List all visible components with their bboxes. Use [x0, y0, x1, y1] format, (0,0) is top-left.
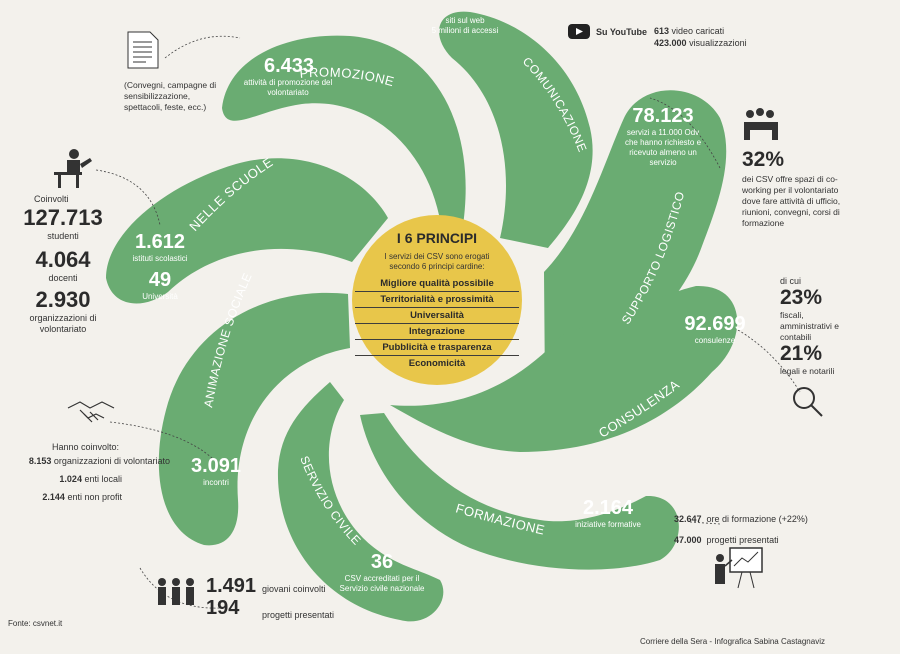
principle-item: Universalità: [355, 310, 519, 324]
principle-item: Territorialità e prossimità: [355, 294, 519, 308]
arm-comunicazione: [439, 11, 593, 248]
animazione-enti-value: 1.024: [59, 474, 82, 484]
animazione-org-label: organizzazioni di volontariato: [53, 456, 170, 466]
supporto-value: 78.123: [632, 105, 694, 127]
consulenza-pct1: 23%: [780, 286, 823, 309]
animazione-np-label: enti non profit: [67, 492, 122, 502]
videos-label: video caricati: [671, 26, 725, 36]
connector-lines: [95, 35, 801, 609]
arm-supporto: [544, 90, 727, 392]
supporto-pct-desc: dei CSV offre spazi di co-working per il…: [742, 174, 841, 228]
arm-servizio-civile: [277, 382, 444, 622]
animazione-org-value: 8.153: [28, 456, 52, 466]
consulenza-pct1-desc: fiscali, amministrativi e contabili: [780, 310, 840, 342]
comunicazione-accessi: 5 milioni di accessi: [431, 26, 499, 35]
principle-item: Integrazione: [355, 326, 519, 340]
arm-animazione: [158, 292, 350, 546]
swirl-arms: [106, 11, 738, 622]
promozione-desc: attività di promozione del volontariato: [243, 78, 333, 97]
principle-item: Economicità: [408, 358, 466, 369]
servizio-civile-desc: CSV accreditati per il Servizio civile n…: [339, 574, 425, 593]
scuole-docenti-value: 4.064: [35, 247, 91, 272]
supporto-pct: 32%: [742, 148, 785, 171]
servizio-civile-young-label: giovani coinvolti: [262, 584, 326, 594]
animazione-desc: incontri: [203, 478, 229, 487]
views-label: visualizzazioni: [689, 38, 747, 48]
formazione-desc: iniziative formative: [575, 520, 641, 529]
magnifier-icon: [793, 387, 823, 417]
formazione-projects-label: progetti presentati: [706, 535, 779, 545]
principles-title: I 6 PRINCIPI: [396, 230, 478, 246]
servizio-civile-young-value: 1.491: [206, 575, 257, 597]
animazione-enti-label: enti locali: [84, 474, 122, 484]
youtube-label: Su YouTube: [596, 27, 647, 37]
arm-formazione: [360, 413, 679, 570]
videos-value: 613: [654, 26, 670, 36]
arm-consulenza: [390, 285, 738, 452]
principles-subtitle: I servizi dei CSV sono erogati secondo 6…: [384, 252, 490, 271]
scuole-studenti-value: 127.713: [23, 205, 103, 230]
teacher-board-icon: [715, 547, 763, 589]
principles-circle: [352, 215, 522, 385]
formazione-value: 2.164: [582, 497, 634, 519]
scuole-istituti-label: istituti scolastici: [132, 254, 188, 263]
animazione-coinvolto: Hanno coinvolto:: [52, 442, 120, 452]
principle-item: Migliore qualità possibile: [355, 278, 519, 292]
views-value: 423.000: [654, 38, 687, 48]
consulenza-pct2-desc: legali e notarili: [780, 366, 835, 376]
principle-item: Pubblicità e trasparenza: [355, 342, 519, 356]
scuole-univ-label: Università: [142, 292, 178, 301]
animazione-np-value: 2.144: [42, 492, 65, 502]
document-icon: [127, 31, 159, 69]
footer-credit: Corriere della Sera - Infografica Sabina…: [640, 637, 825, 646]
servizio-civile-proj-value: 194: [206, 597, 240, 619]
meeting-icon: [744, 108, 778, 140]
arm-scuole: [106, 158, 388, 304]
formazione-hours-label: ore di formazione (+22%): [706, 514, 808, 524]
scuole-studenti-label: studenti: [47, 231, 79, 241]
scuole-org-value: 2.930: [35, 287, 91, 312]
formazione-hours-value: 32.647: [674, 514, 702, 524]
scuole-coinvolti: Coinvolti: [34, 194, 69, 204]
scuole-docenti-label: docenti: [48, 273, 78, 283]
supporto-desc: servizi a 11.000 Odv che hanno richiesto…: [624, 128, 702, 167]
consulenza-value: 92.699: [684, 313, 746, 335]
servizio-civile-value: 36: [370, 551, 394, 573]
scuole-istituti-value: 1.612: [134, 231, 186, 253]
scuole-univ-value: 49: [148, 269, 172, 291]
student-desk-icon: [54, 149, 92, 188]
scuole-org-label: organizzazioni di volontariato: [29, 313, 97, 334]
consulenza-desc: consulenze: [694, 336, 736, 345]
promozione-note: (Convegni, campagne di sensibilizzazione…: [124, 80, 217, 112]
arm-promozione: [222, 35, 466, 232]
promozione-value: 6.433: [263, 55, 315, 77]
animazione-value: 3.091: [190, 455, 242, 477]
servizio-civile-proj-label: progetti presentati: [262, 610, 335, 620]
people-icon: [158, 578, 194, 605]
formazione-projects-value: 47.000: [674, 535, 702, 545]
consulenza-di-cui: di cui: [780, 276, 802, 286]
comunicazione-web: siti sul web: [445, 16, 485, 25]
youtube-icon: [568, 24, 590, 39]
handshake-icon: [67, 401, 115, 423]
consulenza-pct2: 21%: [780, 342, 823, 365]
footer-source: Fonte: csvnet.it: [8, 619, 63, 628]
